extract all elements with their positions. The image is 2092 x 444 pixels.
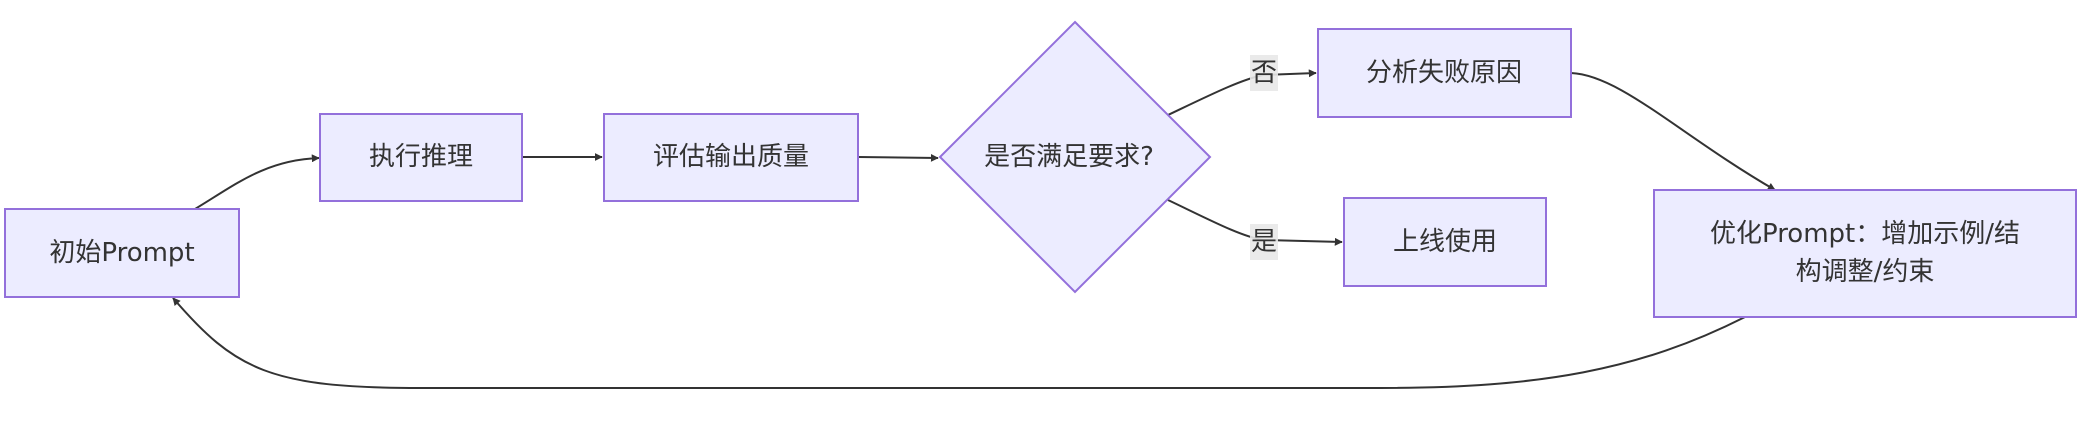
- node-go-live-label: 上线使用: [1393, 227, 1497, 257]
- edges: [172, 69, 1776, 389]
- edge-initial-to-execute: [194, 154, 320, 210]
- node-evaluate-quality: 评估输出质量: [603, 113, 859, 202]
- edge-label-yes: 是: [1250, 224, 1278, 260]
- edge-label-no: 否: [1250, 55, 1278, 91]
- edge-decision-to-analyze: [1167, 69, 1317, 116]
- node-optimize-prompt-label-line2: 构调整/约束: [1796, 257, 1935, 287]
- node-go-live: 上线使用: [1343, 197, 1547, 287]
- node-analyze-failure: 分析失败原因: [1317, 28, 1572, 118]
- edge-optimize-to-initial: [172, 297, 1746, 389]
- node-decision-label: 是否满足要求?: [984, 142, 1154, 172]
- node-analyze-failure-label: 分析失败原因: [1366, 58, 1522, 88]
- node-optimize-prompt-label-line1: 优化Prompt：增加示例/结: [1710, 219, 2020, 249]
- edge-analyze-to-optimize: [1570, 72, 1776, 191]
- edge-label-yes-text: 是: [1251, 227, 1277, 257]
- node-decision: 是否满足要求?: [938, 20, 1212, 294]
- node-initial-prompt-label: 初始Prompt: [49, 238, 194, 268]
- edge-label-no-text: 否: [1251, 58, 1277, 88]
- edge-evaluate-to-decision: [857, 153, 939, 162]
- node-initial-prompt: 初始Prompt: [4, 208, 240, 298]
- node-execute-inference: 执行推理: [319, 113, 523, 202]
- node-execute-inference-label: 执行推理: [369, 142, 473, 172]
- node-optimize-prompt: 优化Prompt：增加示例/结 构调整/约束: [1653, 189, 2077, 318]
- node-evaluate-quality-label: 评估输出质量: [653, 142, 809, 172]
